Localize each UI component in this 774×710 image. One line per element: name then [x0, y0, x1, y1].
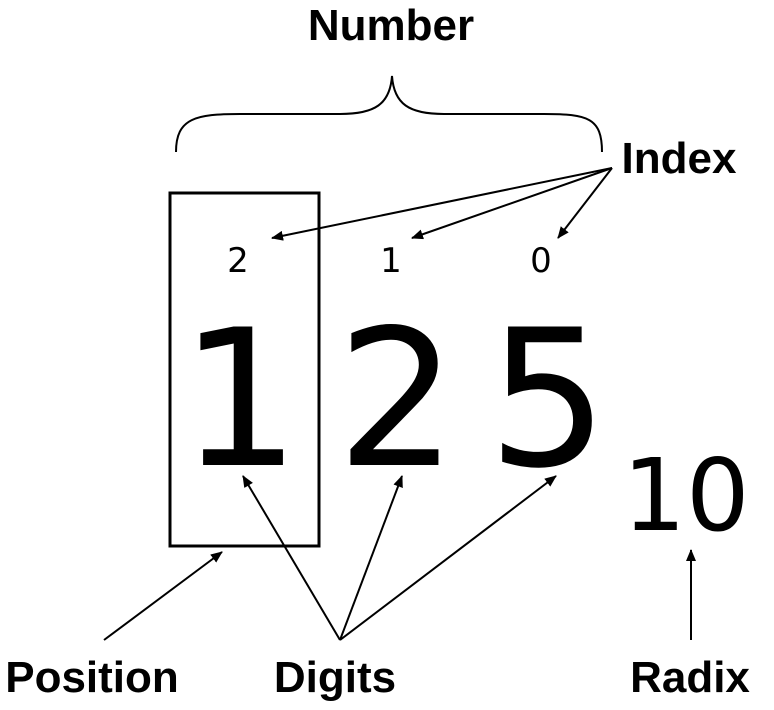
digit-1: 1 — [180, 289, 301, 510]
position-label: Position — [5, 653, 179, 702]
number-brace — [175, 75, 603, 153]
digit-2: 2 — [337, 289, 458, 510]
digits-arrow-2 — [339, 475, 403, 641]
radix-label: Radix — [630, 653, 750, 702]
digits-arrow-5 — [339, 475, 557, 641]
index-arrow-0 — [557, 167, 613, 239]
index-value-1: 1 — [380, 241, 402, 281]
index-value-2: 2 — [227, 241, 249, 281]
number-label: Number — [308, 1, 474, 50]
radix-value: 10 — [622, 437, 749, 554]
digits-label: Digits — [274, 653, 396, 702]
digits-arrow-1 — [242, 475, 341, 641]
position-box — [168, 191, 321, 548]
position-arrow — [103, 551, 223, 641]
index-arrow-1 — [411, 167, 613, 240]
index-label: Index — [622, 134, 737, 183]
index-arrow-2 — [271, 167, 613, 241]
digit-5: 5 — [488, 289, 609, 510]
index-value-0: 0 — [530, 241, 552, 281]
